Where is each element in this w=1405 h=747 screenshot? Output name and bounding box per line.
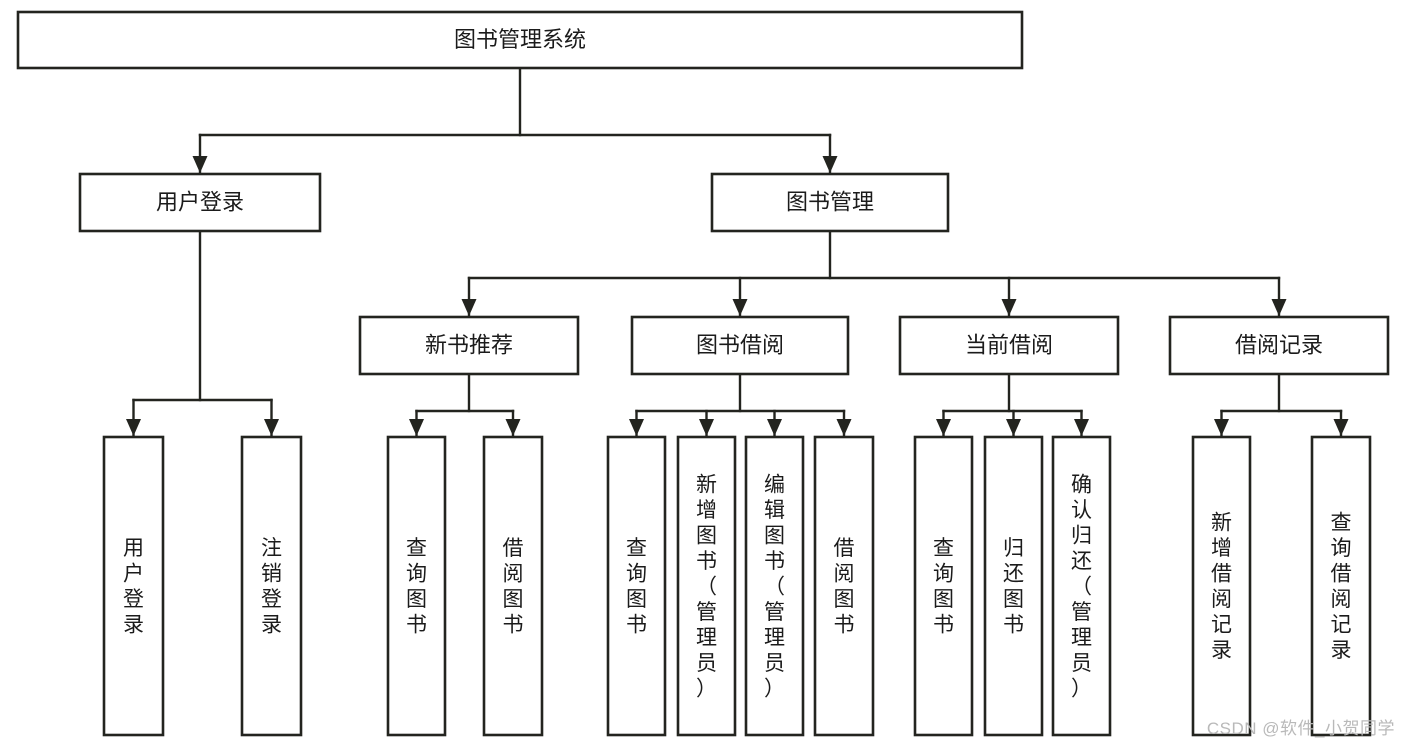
arrow-head-icon bbox=[409, 419, 424, 436]
arrow-head-icon bbox=[836, 419, 852, 436]
node-leaf-user-login[interactable]: 用户登录 bbox=[102, 435, 165, 737]
node-leaf-borrow-book-1-label: 借阅图书 bbox=[503, 537, 524, 637]
arrow-head-icon bbox=[461, 299, 477, 316]
arrow-head-icon bbox=[732, 299, 748, 316]
arrow-head-icon bbox=[767, 419, 782, 436]
node-leaf-return-book-box[interactable] bbox=[983, 435, 1044, 737]
arrow-head-icon bbox=[1001, 299, 1017, 316]
node-leaf-borrow-book-1-box[interactable] bbox=[482, 435, 544, 737]
node-current-borrow[interactable]: 当前借阅 bbox=[898, 315, 1120, 376]
node-leaf-query-book-2[interactable]: 查询图书 bbox=[606, 435, 667, 737]
arrow-head-icon bbox=[192, 156, 208, 173]
node-leaf-query-book-3[interactable]: 查询图书 bbox=[913, 435, 974, 737]
node-leaf-add-book-box[interactable] bbox=[676, 435, 737, 737]
node-root[interactable]: 图书管理系统 bbox=[16, 10, 1024, 70]
node-leaf-query-book-1[interactable]: 查询图书 bbox=[386, 435, 447, 737]
arrow-head-icon bbox=[1214, 419, 1229, 436]
node-leaf-borrow-book-1[interactable]: 借阅图书 bbox=[482, 435, 544, 737]
node-book-management[interactable]: 图书管理 bbox=[710, 172, 950, 233]
arrow-head-icon bbox=[1006, 419, 1021, 436]
node-leaf-add-book-label: 新增图书（管理员） bbox=[696, 473, 717, 700]
arrow-head-icon bbox=[1271, 299, 1287, 316]
node-leaf-logout-login[interactable]: 注销登录 bbox=[240, 435, 303, 737]
node-current-borrow-label: 当前借阅 bbox=[965, 332, 1053, 357]
node-leaf-edit-book-box[interactable] bbox=[744, 435, 805, 737]
arrow-head-icon bbox=[629, 419, 644, 436]
node-user-login[interactable]: 用户登录 bbox=[78, 172, 322, 233]
diagram-nodes-group: 图书管理系统用户登录图书管理新书推荐图书借阅当前借阅借阅记录用户登录注销登录查询… bbox=[16, 10, 1390, 737]
node-new-book-recommend[interactable]: 新书推荐 bbox=[358, 315, 580, 376]
node-borrow-record[interactable]: 借阅记录 bbox=[1168, 315, 1390, 376]
node-leaf-edit-book-label: 编辑图书（管理员） bbox=[764, 473, 785, 700]
arrow-head-icon bbox=[505, 419, 521, 436]
node-leaf-add-borrow-record[interactable]: 新增借阅记录 bbox=[1191, 435, 1252, 737]
node-book-borrow[interactable]: 图书借阅 bbox=[630, 315, 850, 376]
node-leaf-edit-book[interactable]: 编辑图书（管理员） bbox=[744, 435, 805, 737]
node-leaf-return-book-label: 归还图书 bbox=[1003, 537, 1024, 637]
node-leaf-return-book[interactable]: 归还图书 bbox=[983, 435, 1044, 737]
node-leaf-query-borrow-record-box[interactable] bbox=[1310, 435, 1372, 737]
node-root-box[interactable] bbox=[16, 10, 1024, 70]
node-leaf-user-login-box[interactable] bbox=[102, 435, 165, 737]
node-user-login-label: 用户登录 bbox=[156, 189, 244, 214]
arrow-head-icon bbox=[936, 419, 951, 436]
connector-lines-group bbox=[126, 66, 1349, 437]
node-leaf-borrow-book-2-box[interactable] bbox=[813, 435, 875, 737]
node-leaf-borrow-book-2-label: 借阅图书 bbox=[834, 537, 855, 637]
node-user-login-box[interactable] bbox=[78, 172, 322, 233]
node-book-borrow-label: 图书借阅 bbox=[696, 332, 784, 357]
node-leaf-query-book-1-label: 查询图书 bbox=[406, 537, 427, 637]
node-leaf-query-book-3-label: 查询图书 bbox=[933, 537, 954, 637]
node-leaf-query-book-2-label: 查询图书 bbox=[626, 537, 647, 637]
arrow-head-icon bbox=[1074, 419, 1089, 436]
node-leaf-borrow-book-2[interactable]: 借阅图书 bbox=[813, 435, 875, 737]
node-leaf-query-book-3-box[interactable] bbox=[913, 435, 974, 737]
node-current-borrow-box[interactable] bbox=[898, 315, 1120, 376]
node-leaf-add-book[interactable]: 新增图书（管理员） bbox=[676, 435, 737, 737]
node-leaf-query-book-2-box[interactable] bbox=[606, 435, 667, 737]
node-leaf-query-borrow-record-label: 查询借阅记录 bbox=[1331, 512, 1352, 663]
node-book-management-label: 图书管理 bbox=[786, 189, 874, 214]
node-root-label: 图书管理系统 bbox=[454, 27, 586, 52]
node-leaf-confirm-return-box[interactable] bbox=[1051, 435, 1112, 737]
arrow-head-icon bbox=[1333, 419, 1349, 436]
node-book-borrow-box[interactable] bbox=[630, 315, 850, 376]
node-leaf-user-login-label: 用户登录 bbox=[123, 537, 144, 637]
arrow-head-icon bbox=[126, 419, 141, 436]
node-leaf-confirm-return-label: 确认归还（管理员） bbox=[1071, 473, 1092, 700]
arrow-head-icon bbox=[822, 156, 838, 173]
node-leaf-logout-login-label: 注销登录 bbox=[261, 537, 282, 637]
arrow-head-icon bbox=[699, 419, 714, 436]
node-leaf-add-borrow-record-box[interactable] bbox=[1191, 435, 1252, 737]
node-leaf-query-borrow-record[interactable]: 查询借阅记录 bbox=[1310, 435, 1372, 737]
node-leaf-confirm-return[interactable]: 确认归还（管理员） bbox=[1051, 435, 1112, 737]
node-new-book-recommend-box[interactable] bbox=[358, 315, 580, 376]
arrow-head-icon bbox=[264, 419, 279, 436]
node-book-management-box[interactable] bbox=[710, 172, 950, 233]
node-new-book-recommend-label: 新书推荐 bbox=[425, 332, 513, 357]
node-borrow-record-label: 借阅记录 bbox=[1235, 332, 1323, 357]
node-borrow-record-box[interactable] bbox=[1168, 315, 1390, 376]
node-leaf-add-borrow-record-label: 新增借阅记录 bbox=[1211, 512, 1232, 663]
node-leaf-query-book-1-box[interactable] bbox=[386, 435, 447, 737]
node-leaf-logout-login-box[interactable] bbox=[240, 435, 303, 737]
